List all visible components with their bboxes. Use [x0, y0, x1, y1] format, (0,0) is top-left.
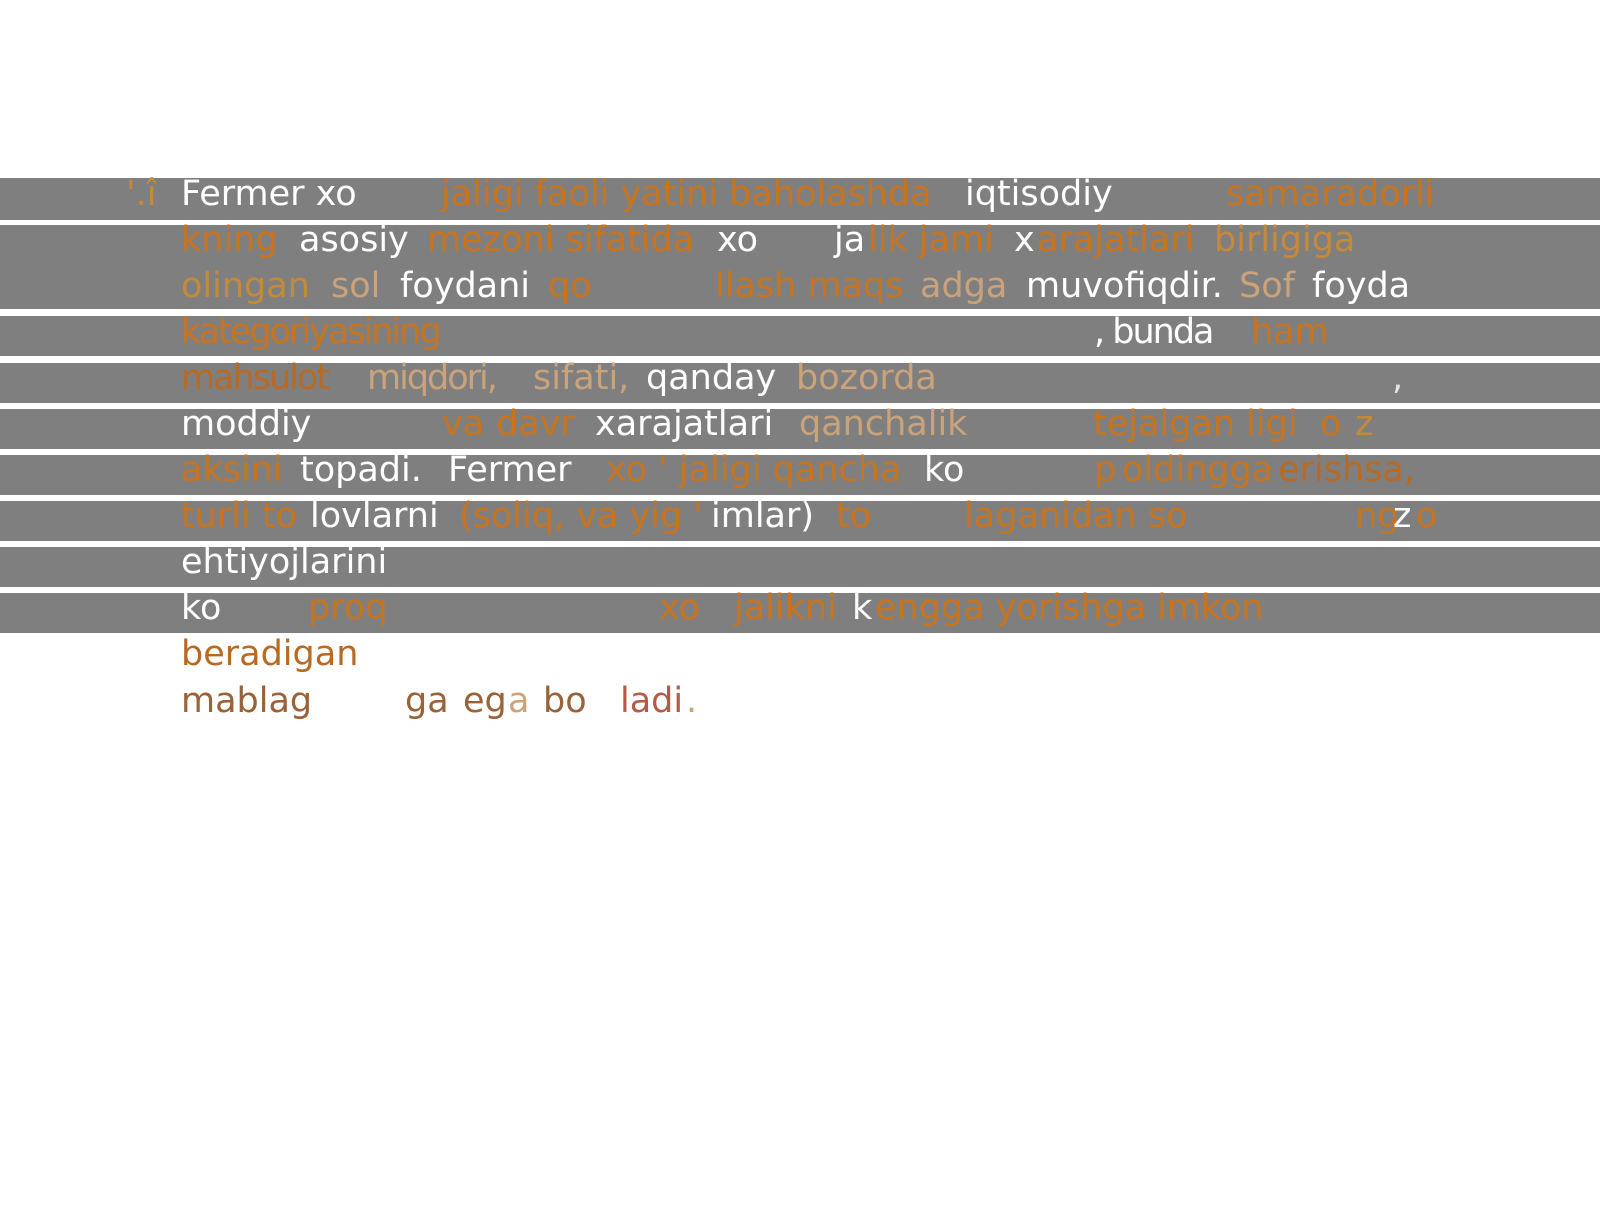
word: arajatlari [1037, 220, 1195, 260]
word: xo ' jaligi qancha [606, 450, 902, 490]
word: bo [543, 681, 587, 721]
word: kategoriyasining [181, 312, 442, 352]
text-line: ko proq xo jalikni k engga yorishga imko… [0, 585, 1600, 631]
word: a [508, 681, 530, 721]
word: topadi. [300, 450, 422, 490]
word: lovlarni [310, 496, 439, 536]
word: ng [1355, 496, 1400, 536]
word: Sof [1239, 266, 1295, 306]
word: , [1392, 358, 1404, 398]
word: jaligi faoli yatini baholashda [441, 174, 932, 214]
word: proq [308, 588, 388, 628]
word: z [1355, 404, 1374, 444]
word: va [442, 404, 485, 444]
highlight-band [0, 593, 1600, 633]
word: iqtisodiy [965, 174, 1113, 214]
word: sol [331, 266, 381, 306]
text-line: aksini topadi. Fermer xo ' jaligi qancha… [0, 447, 1600, 493]
word: adga [920, 266, 1008, 306]
text-line: mablag ga eg a bo ladi . [0, 678, 1600, 724]
word: xo [659, 588, 701, 628]
word: Fermer xo [181, 174, 357, 214]
word: z [1393, 496, 1412, 536]
word: miqdori, [367, 358, 498, 398]
word: , bunda [1094, 312, 1214, 352]
text-line: kning asosiy mezoni sifatida xo ja lik j… [0, 217, 1600, 263]
word: ja [834, 220, 866, 260]
word: bozorda [796, 358, 937, 398]
word: ehtiyojlarini [181, 542, 388, 582]
word: lik jami [868, 220, 994, 260]
bullet-mark: '.î [126, 174, 157, 214]
word: foyda [1312, 266, 1411, 306]
word: laganidan so [964, 496, 1188, 536]
word: mablag [181, 681, 313, 721]
text-line: ehtiyojlarini [0, 539, 1600, 585]
word: moddiy [181, 404, 312, 444]
word: jalikni [734, 588, 837, 628]
word: xo [717, 220, 759, 260]
word: o [1320, 404, 1342, 444]
highlight-band [0, 363, 1600, 403]
highlight-band [0, 455, 1600, 495]
word: beradigan [181, 634, 359, 674]
highlight-band [0, 316, 1600, 356]
word: ladi [620, 681, 684, 721]
word: mahsulot [181, 358, 330, 398]
word: eg [463, 681, 507, 721]
word: muvofiqdir. [1026, 266, 1223, 306]
word: ko [924, 450, 965, 490]
word: birligiga [1214, 220, 1356, 260]
text-line: olingan sol foydani qo llash maqs adga m… [0, 263, 1600, 309]
word: engga yorishga imkon [875, 588, 1264, 628]
word: imlar) [711, 496, 815, 536]
highlight-band [0, 178, 1600, 220]
word: . [686, 681, 698, 721]
word: foydani [400, 266, 531, 306]
text-line: turli to lovlarni (soliq, va yig ' imlar… [0, 493, 1600, 539]
word: sifati, [533, 358, 630, 398]
highlight-band [0, 225, 1600, 309]
word: xarajatlari [595, 404, 774, 444]
text-line: mahsulot miqdori, sifati, qanday bozorda… [0, 355, 1600, 401]
highlight-band [0, 409, 1600, 449]
word: samaradorli [1226, 174, 1435, 214]
word: davr [496, 404, 575, 444]
word: ko [181, 588, 222, 628]
word: qanchalik [799, 404, 968, 444]
highlight-band [0, 501, 1600, 541]
word: oldingga [1122, 450, 1274, 490]
text-line: beradigan [0, 631, 1600, 677]
word: qo [548, 266, 592, 306]
word: x [1014, 220, 1035, 260]
word: Fermer [448, 450, 572, 490]
highlight-band [0, 547, 1600, 587]
word: k [852, 588, 873, 628]
word: turli to [181, 496, 298, 536]
text-line: kategoriyasining , bunda ham [0, 309, 1600, 355]
word: ga [405, 681, 449, 721]
word: ham [1251, 312, 1329, 352]
word: to [836, 496, 872, 536]
word: mezoni sifatida [427, 220, 695, 260]
word: llash maqs [715, 266, 904, 306]
word: olingan [181, 266, 310, 306]
word: o [1416, 496, 1438, 536]
word: p [1094, 450, 1117, 490]
text-line: '.î Fermer xo jaligi faoli yatini bahola… [0, 171, 1600, 217]
word: qanday [646, 358, 777, 398]
word: tejalgan ligi [1093, 404, 1298, 444]
word: kning [181, 220, 278, 260]
word: erishsa, [1278, 450, 1415, 490]
word: aksini [181, 450, 283, 490]
text-line: moddiy va davr xarajatlari qanchalik tej… [0, 401, 1600, 447]
word: (soliq, va yig ' [459, 496, 703, 536]
word: asosiy [299, 220, 409, 260]
